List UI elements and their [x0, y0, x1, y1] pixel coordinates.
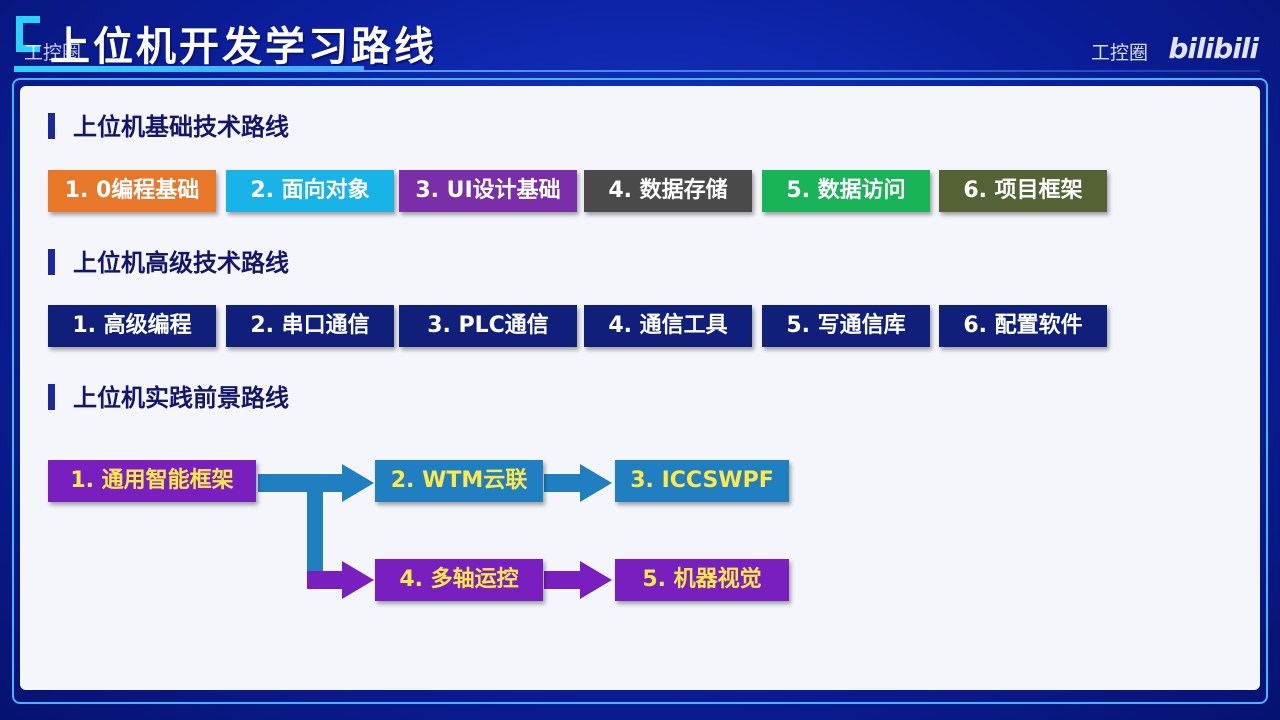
- advanced-step-3[interactable]: 3. PLC通信: [399, 305, 577, 347]
- basic-step-5[interactable]: 5. 数据访问: [762, 170, 930, 212]
- panel-frame: [12, 78, 1268, 704]
- basic-step-1[interactable]: 1. 0编程基础: [48, 170, 216, 212]
- header-divider: [360, 70, 1260, 72]
- practice-step-1[interactable]: 1. 通用智能框架: [48, 460, 256, 502]
- arrow-branch-to-4-icon: [307, 561, 374, 599]
- arrow-4-to-5-icon: [544, 561, 612, 599]
- section-marker-icon: [48, 384, 55, 410]
- section-basic-title: 上位机基础技术路线: [48, 112, 289, 142]
- section-advanced-title: 上位机高级技术路线: [48, 248, 289, 278]
- section-practice-title: 上位机实践前景路线: [48, 383, 289, 413]
- header-accent-icon: [16, 16, 40, 52]
- page-title: 上位机开发学习路线: [50, 24, 437, 70]
- section-practice-label: 上位机实践前景路线: [73, 384, 289, 412]
- basic-step-6[interactable]: 6. 项目框架: [939, 170, 1107, 212]
- basic-step-3[interactable]: 3. UI设计基础: [399, 170, 577, 212]
- advanced-step-4[interactable]: 4. 通信工具: [584, 305, 752, 347]
- section-marker-icon: [48, 249, 55, 275]
- advanced-step-2[interactable]: 2. 串口通信: [226, 305, 394, 347]
- arrow-2-to-3-icon: [544, 464, 612, 502]
- watermark-left: 工控圈: [24, 42, 82, 64]
- basic-step-2[interactable]: 2. 面向对象: [226, 170, 394, 212]
- section-advanced-label: 上位机高级技术路线: [73, 249, 289, 277]
- advanced-step-1[interactable]: 1. 高级编程: [48, 305, 216, 347]
- watermark-right: 工控圈: [1090, 42, 1148, 64]
- section-marker-icon: [48, 113, 55, 139]
- practice-step-2[interactable]: 2. WTM云联: [375, 460, 543, 502]
- practice-step-5[interactable]: 5. 机器视觉: [615, 559, 789, 601]
- basic-step-4[interactable]: 4. 数据存储: [584, 170, 752, 212]
- advanced-step-5[interactable]: 5. 写通信库: [762, 305, 930, 347]
- advanced-step-6[interactable]: 6. 配置软件: [939, 305, 1107, 347]
- practice-step-4[interactable]: 4. 多轴运控: [375, 559, 543, 601]
- section-basic-label: 上位机基础技术路线: [73, 113, 289, 141]
- practice-step-3[interactable]: 3. ICCSWPF: [615, 460, 789, 502]
- bilibili-logo-icon: bilibili: [1168, 32, 1259, 65]
- arrow-1-to-2-icon: [258, 464, 374, 502]
- title-underline: [14, 66, 364, 72]
- arrow-branch-vertical: [307, 492, 323, 587]
